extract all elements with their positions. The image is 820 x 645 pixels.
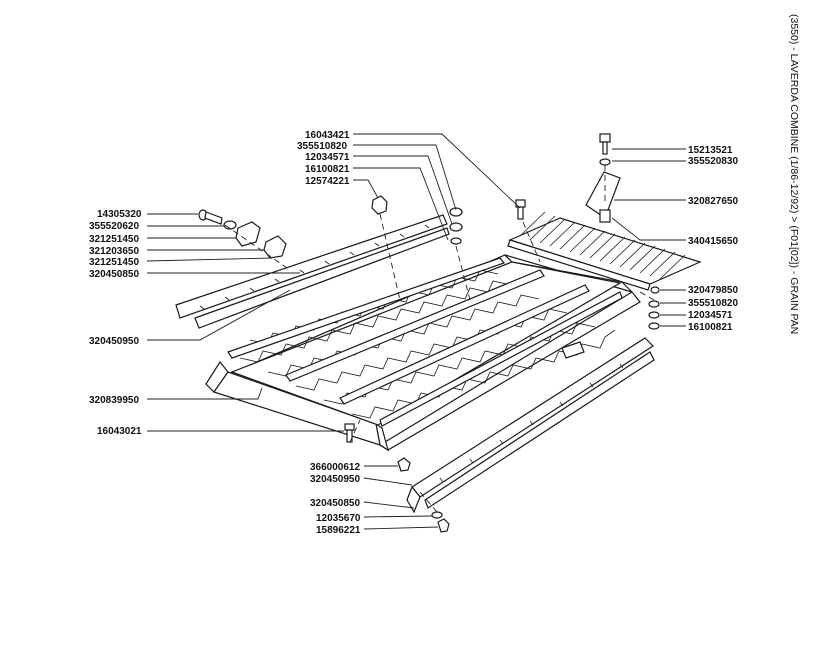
diagram-title: (3550) - LAVERDA COMBINE (1/86-12/92) > … xyxy=(788,14,800,334)
label-355520830: 355520830 xyxy=(688,156,738,167)
label-355510820-2: 355510820 xyxy=(688,298,738,309)
label-16100821-2: 16100821 xyxy=(688,322,733,333)
label-12034571: 12034571 xyxy=(305,152,350,163)
label-320450850-2: 320450850 xyxy=(310,498,360,509)
label-16043421: 16043421 xyxy=(305,130,350,141)
label-16043021: 16043021 xyxy=(97,426,142,437)
grain-pan-frame xyxy=(204,254,641,452)
label-320839950: 320839950 xyxy=(89,395,139,406)
part-callouts: 16043421 355510820 12034571 16100821 125… xyxy=(89,130,738,536)
label-340415650: 340415650 xyxy=(688,236,738,247)
spacer-340415650 xyxy=(599,209,611,223)
left-side-strip xyxy=(175,214,450,329)
label-12034571-2: 12034571 xyxy=(688,310,733,321)
bracket-321251450 xyxy=(235,221,261,247)
bolt-15213521 xyxy=(599,133,611,166)
label-16100821: 16100821 xyxy=(305,164,350,175)
washer-12035670 xyxy=(431,511,443,519)
nut-12574221 xyxy=(371,195,388,215)
right-side-strip xyxy=(406,337,655,514)
label-15213521: 15213521 xyxy=(688,145,733,156)
bolt-14305320 xyxy=(198,209,237,230)
washer-stack-left xyxy=(449,207,463,245)
label-355520620: 355520620 xyxy=(89,221,139,232)
label-320827650: 320827650 xyxy=(688,196,738,207)
label-355510820: 355510820 xyxy=(297,141,347,152)
bracket-320827650 xyxy=(585,171,621,219)
bolt-16043421 xyxy=(515,199,526,220)
finger-comb-plate xyxy=(507,211,702,291)
label-320450850: 320450850 xyxy=(89,269,139,280)
grain-pan-drawing xyxy=(175,133,702,533)
label-321203650: 321203650 xyxy=(89,246,139,257)
label-14305320: 14305320 xyxy=(97,209,142,220)
bolt-16043021 xyxy=(344,423,355,443)
nut-15896221 xyxy=(437,518,450,533)
label-366000612: 366000612 xyxy=(310,462,360,473)
label-320479850: 320479850 xyxy=(688,285,738,296)
washer-stack-right xyxy=(648,286,660,330)
bolt-366000612 xyxy=(397,457,411,472)
label-12574221: 12574221 xyxy=(305,176,350,187)
label-12035670: 12035670 xyxy=(316,513,361,524)
label-320450950-2: 320450950 xyxy=(310,474,360,485)
label-15896221: 15896221 xyxy=(316,525,361,536)
label-321251450-2: 321251450 xyxy=(89,257,139,268)
label-320450950: 320450950 xyxy=(89,336,139,347)
label-321251450: 321251450 xyxy=(89,234,139,245)
